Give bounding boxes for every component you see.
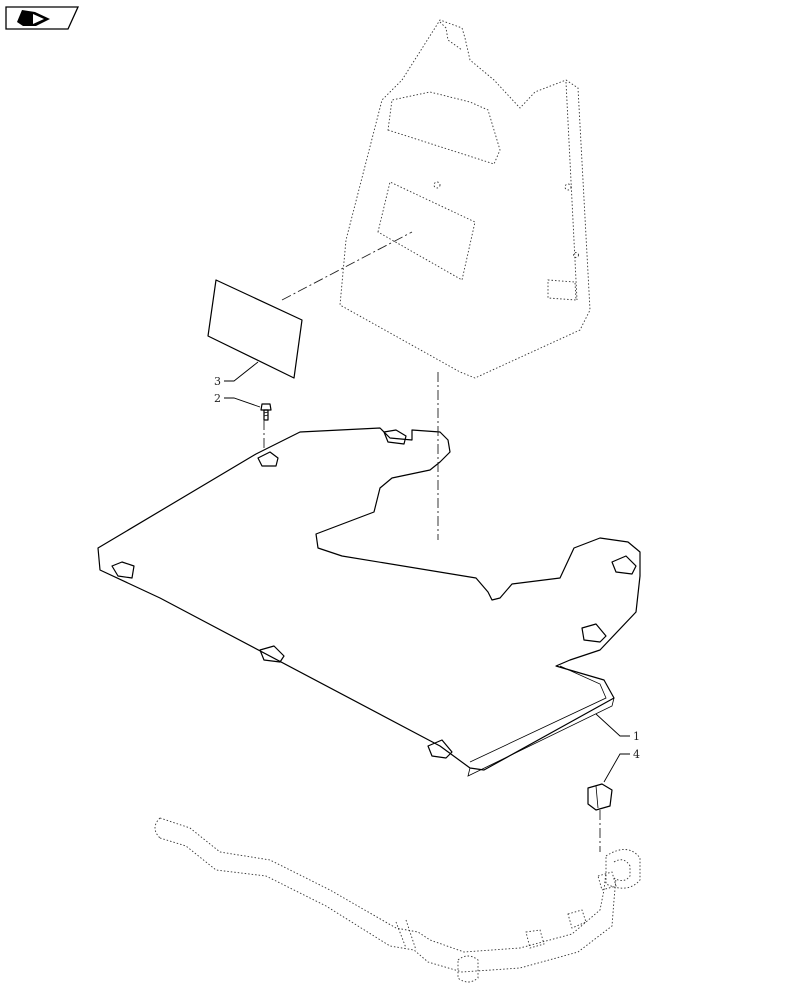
- hose-assembly: [154, 817, 641, 983]
- callout-2: 2: [214, 392, 221, 405]
- callout-4: 4: [633, 748, 640, 761]
- alignment-lines: [263, 231, 601, 852]
- leader-lines: [224, 361, 630, 783]
- callout-1: 1: [633, 730, 640, 743]
- decal-plate: [207, 279, 303, 379]
- fitting: [587, 783, 613, 811]
- floor-mat: [97, 427, 641, 777]
- callout-3: 3: [214, 375, 221, 388]
- screw: [260, 403, 272, 421]
- arrow-in-box-icon[interactable]: [5, 6, 80, 30]
- console-housing: [339, 19, 591, 379]
